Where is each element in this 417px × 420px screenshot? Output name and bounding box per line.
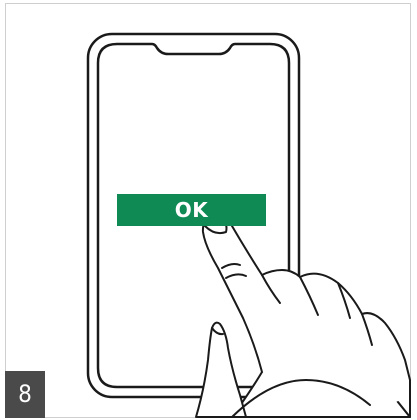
step-number-badge: 8 <box>5 371 45 418</box>
pointing-hand-icon <box>196 216 410 417</box>
ok-button[interactable]: OK <box>117 194 266 226</box>
